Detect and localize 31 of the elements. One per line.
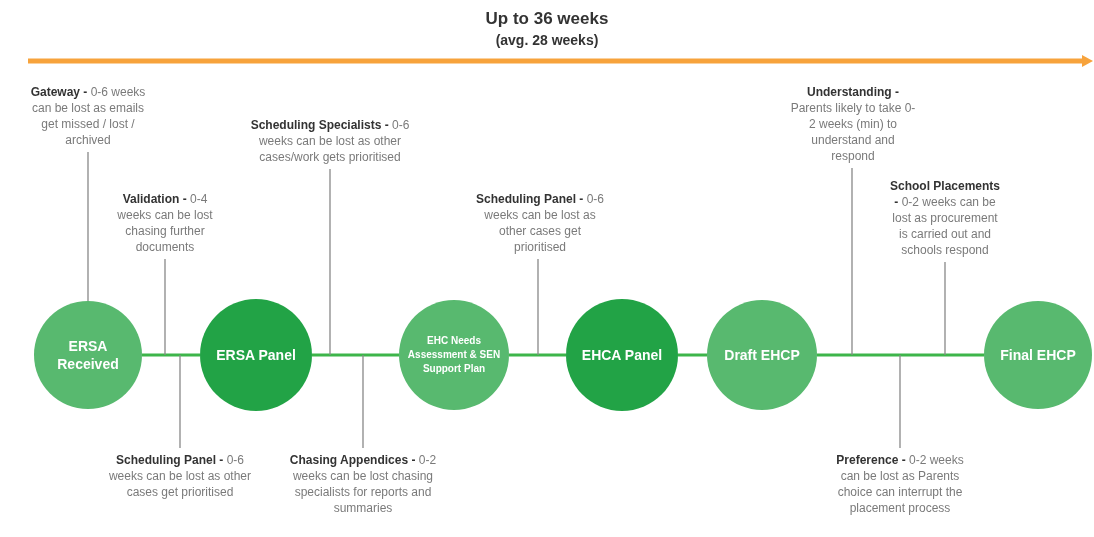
timeline-segment xyxy=(312,353,399,357)
delay-note: Understanding - Parents likely to take 0-2 weeks (min) to understand and respond xyxy=(790,84,916,164)
stage-label: EHCA Panel xyxy=(580,346,664,364)
delay-note: Gateway - 0-6 weeks can be lost as emails get missed / lost / archived xyxy=(25,84,151,148)
delay-note: Chasing Appendices - 0-2 weeks can be lost chasing specialists for reports and summaries xyxy=(288,452,438,516)
stage-label: ERSA Received xyxy=(56,337,120,373)
duration-label: Up to 36 weeks xyxy=(484,9,610,29)
stage-label: ERSA Panel xyxy=(215,346,297,364)
leader-line xyxy=(179,354,181,449)
leader-line xyxy=(329,168,331,356)
leader-line xyxy=(362,354,364,449)
leader-line xyxy=(944,261,946,356)
delay-note: Scheduling Specialists - 0-6 weeks can be lost as other cases/work gets prioritised xyxy=(250,117,410,165)
delay-note: Scheduling Panel - 0-6 weeks can be lost as other cases get prioritised xyxy=(475,191,605,255)
stage-label: EHC Needs Assessment & SEN Support Plan xyxy=(406,334,502,376)
average-label: (avg. 28 weeks) xyxy=(494,32,600,48)
stage-label: Draft EHCP xyxy=(723,346,801,364)
delay-note: Preference - 0-2 weeks can be lost as Parents choice can interrupt the placement process xyxy=(835,452,965,516)
leader-line xyxy=(87,151,89,302)
delay-note: School Placements - 0-2 weeks can be lost as procurement is carried out and schools respond xyxy=(887,178,1003,258)
leader-line xyxy=(164,258,166,356)
timeline-segment xyxy=(509,353,566,357)
timeline-segment xyxy=(817,353,984,357)
stage-label: Final EHCP xyxy=(999,346,1077,364)
delay-note: Validation - 0-4 weeks can be lost chasing further documents xyxy=(105,191,225,255)
leader-line xyxy=(537,258,539,356)
delay-note: Scheduling Panel - 0-6 weeks can be lost as other cases get prioritised xyxy=(105,452,255,500)
leader-line xyxy=(899,354,901,449)
timeline-segment xyxy=(142,353,200,357)
timeline-segment xyxy=(678,353,707,357)
leader-line xyxy=(851,167,853,356)
